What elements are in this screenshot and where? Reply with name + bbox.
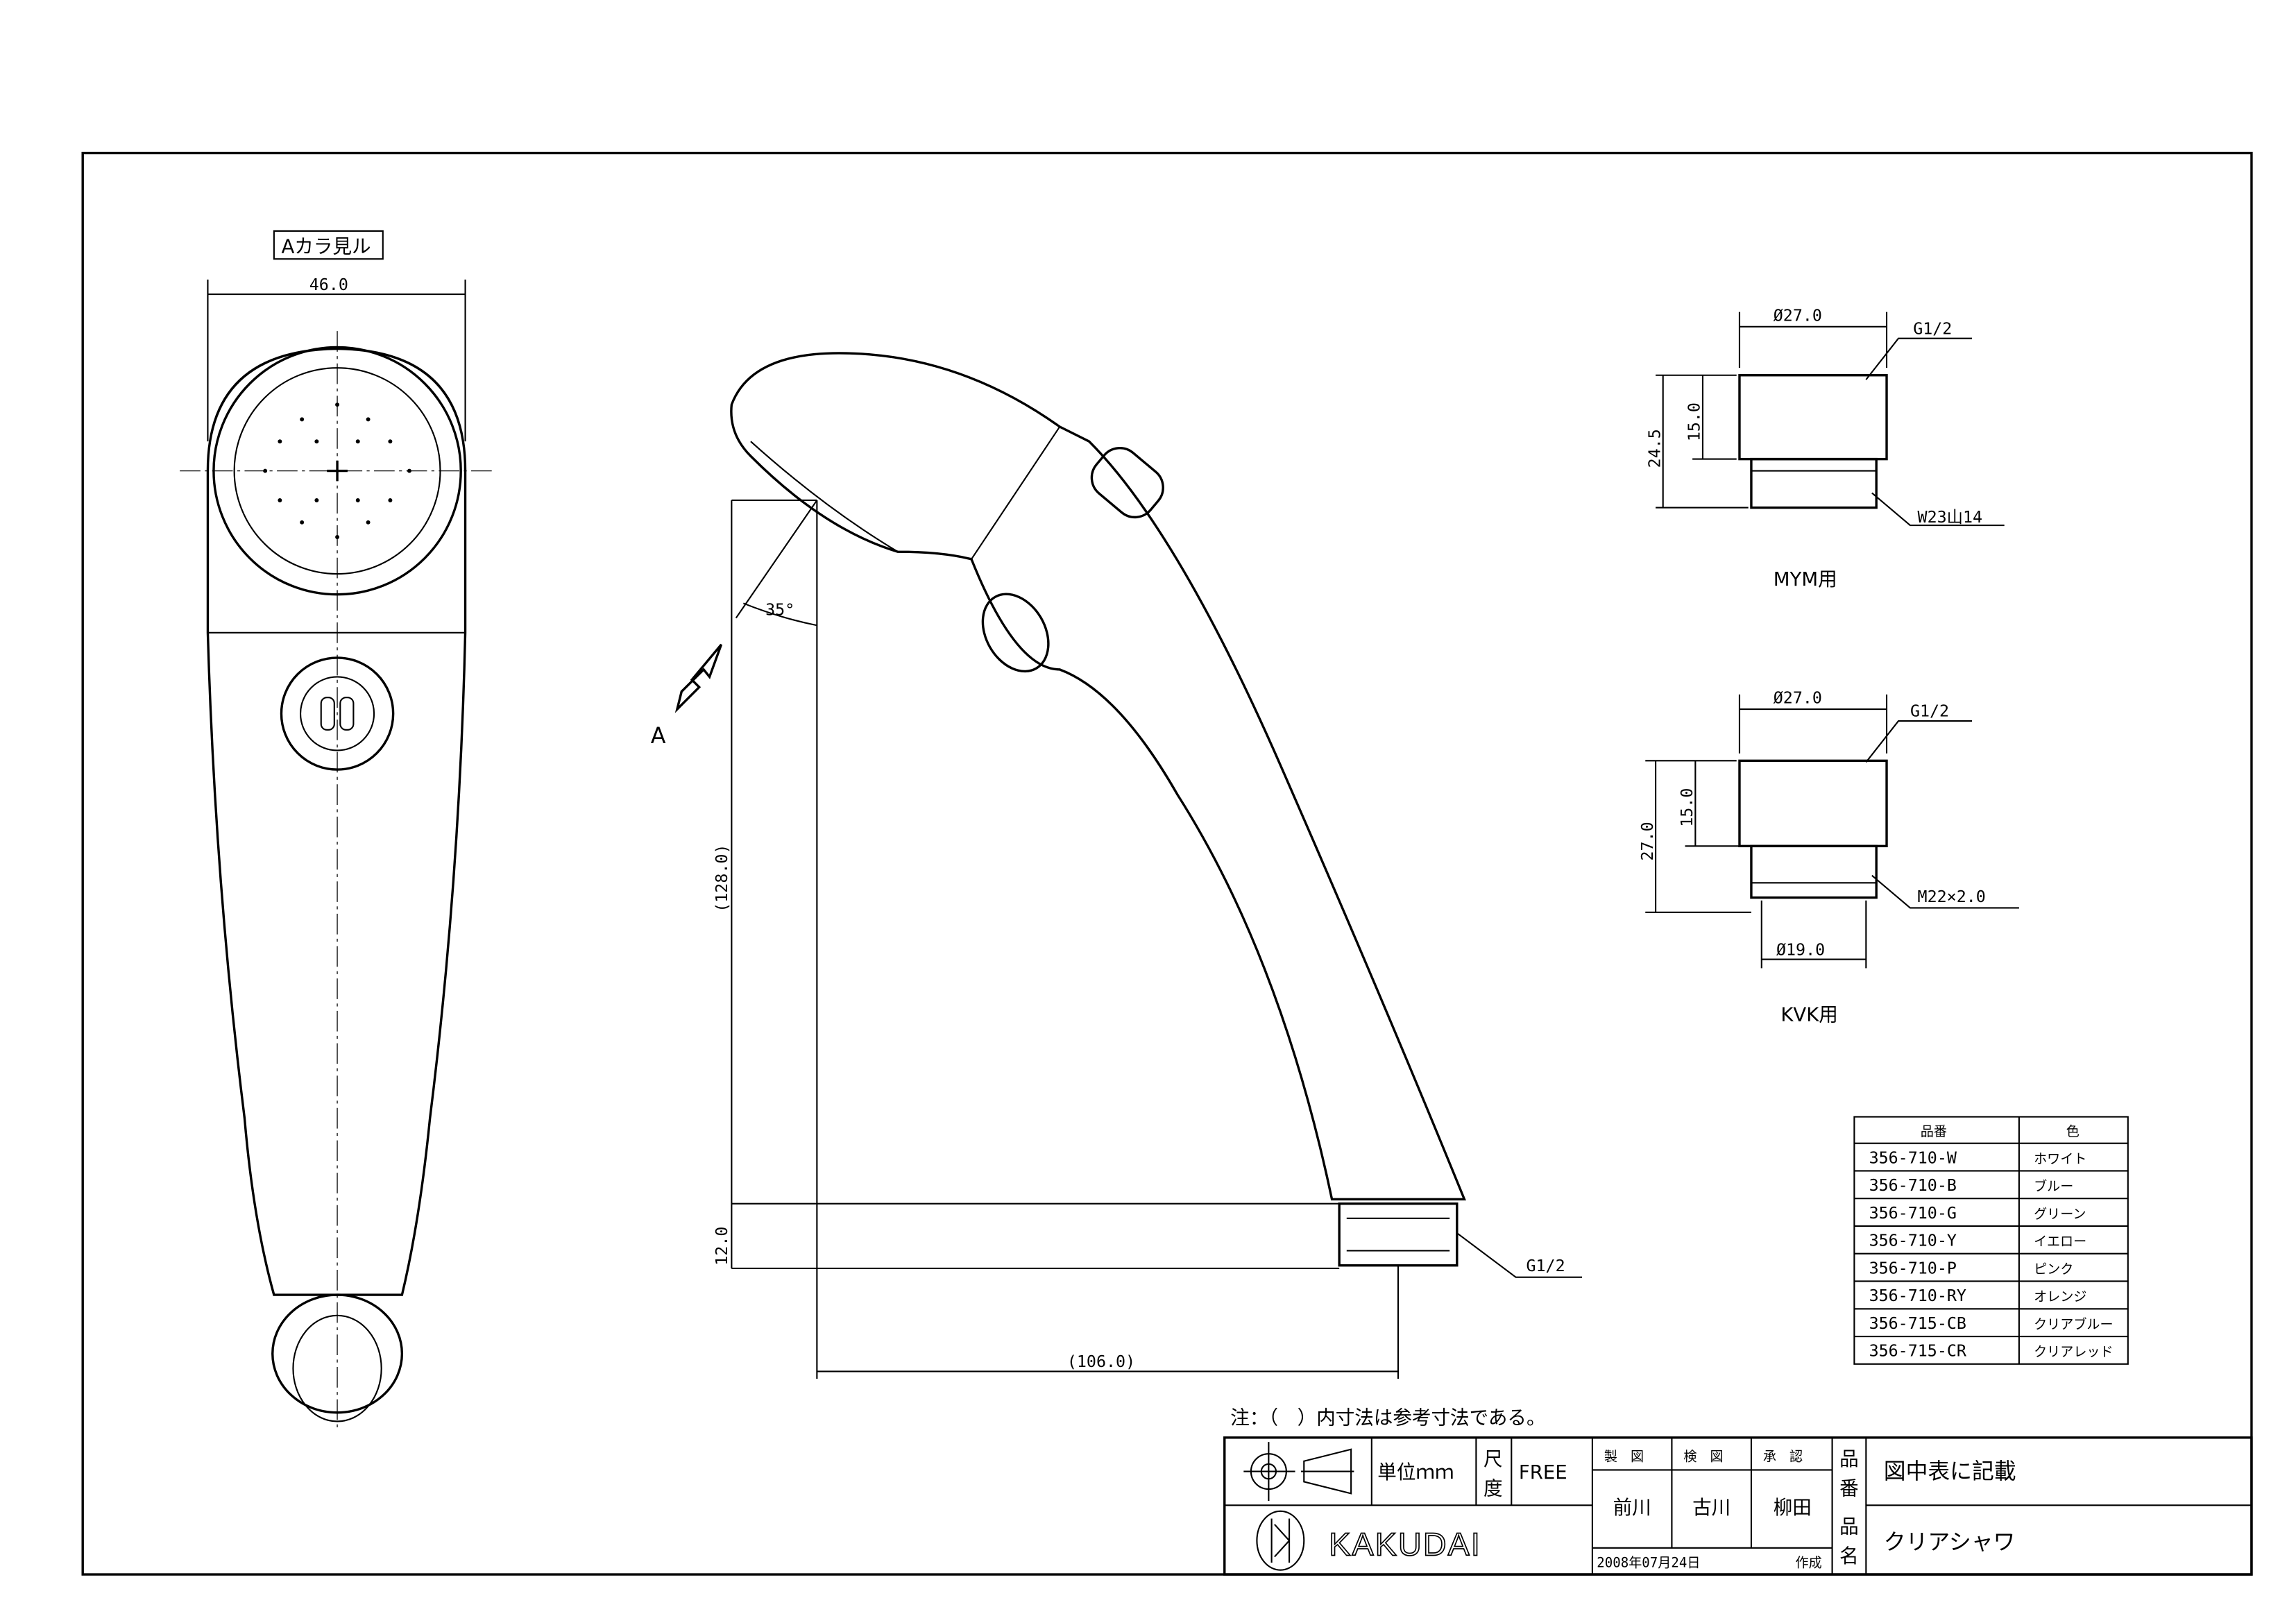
height-dim: 27.0: [1638, 822, 1657, 860]
part-no-label: 品: [1839, 1448, 1859, 1470]
part-number-cell: 356-710-Y: [1869, 1232, 1957, 1250]
third-angle-projection-icon: [1243, 1442, 1354, 1501]
kvk-adapter: Ø27.0 27.0 15.0 G1/2 M22×2.0 Ø19.0 KVK用: [1638, 689, 2019, 1026]
nut-label: M22×2.0: [1918, 887, 1986, 906]
part-number-cell: 356-710-W: [1869, 1148, 1957, 1167]
hose-connector: [1338, 1202, 1459, 1267]
scale: FREE: [1519, 1461, 1567, 1484]
inner-height-dim: 15.0: [1685, 402, 1704, 441]
view-arrow-icon: [674, 643, 723, 713]
color-cell: クリアブルー: [2034, 1316, 2113, 1332]
color-cell: イエロー: [2034, 1234, 2086, 1250]
thread-label: G1/2: [1526, 1257, 1565, 1275]
date: 2008年07月24日: [1597, 1555, 1700, 1570]
unit: 単位ｍｍ: [1377, 1461, 1454, 1484]
diameter-dim: Ø27.0: [1774, 689, 1822, 708]
color-cell: ホワイト: [2034, 1151, 2086, 1166]
header-part-no: 品番: [1921, 1124, 1947, 1139]
svg-text:KAKUDAI: KAKUDAI: [1329, 1526, 1481, 1562]
view-arrow-label: A: [651, 723, 666, 749]
inner-height-dim: 15.0: [1678, 788, 1697, 827]
part-number-cell: 356-715-CB: [1869, 1314, 1966, 1333]
approved-by: 柳田: [1774, 1497, 1812, 1519]
diameter-dim: Ø27.0: [1774, 306, 1822, 325]
part-name-label: 名: [1839, 1545, 1859, 1567]
drawn-by: 前川: [1613, 1497, 1651, 1519]
mym-adapter: Ø27.0 24.5 15.0 G1/2 W23山14 MYM用: [1645, 306, 2005, 590]
color-cell: グリーン: [2034, 1207, 2086, 1222]
part-number-cell: 356-710-P: [1869, 1259, 1957, 1277]
height-dim: 24.5: [1645, 429, 1664, 468]
height-dim: (128.0): [713, 844, 731, 912]
thread-label: G1/2: [1913, 319, 1952, 338]
base-dim: 12.0: [713, 1227, 731, 1266]
color-cell: クリアレッド: [2034, 1345, 2113, 1360]
scale-label: 度: [1483, 1478, 1503, 1500]
part-no-label: 番: [1839, 1478, 1859, 1500]
front-view: Aカラ見ル 46.0: [180, 230, 493, 1427]
part-no: 図中表に記載: [1884, 1459, 2016, 1484]
checked-label: 検 図: [1683, 1450, 1723, 1465]
drawing-border: [81, 151, 2253, 1576]
view-label: Aカラ見ル: [281, 236, 371, 258]
scale-label: 尺: [1483, 1448, 1503, 1470]
thread-label: G1/2: [1910, 702, 1949, 721]
part-number-cell: 356-710-G: [1869, 1204, 1957, 1223]
part-number-cell: 356-715-CR: [1869, 1342, 1967, 1361]
width-dim: 46.0: [309, 275, 348, 294]
parts-table: 品番 色 356-710-W ホワイト 356-710-B ブルー 356-710-G グ…: [1853, 1116, 2129, 1365]
kakudai-logo: KAKUDAI: [1256, 1510, 1481, 1571]
title-block: 単位ｍｍ 尺 度 FREE 製 図 検 図 承 認 前川 古川 柳田 2008年…: [1223, 1436, 2253, 1576]
color-cell: ピンク: [2034, 1261, 2073, 1277]
part-name-label: 品: [1839, 1516, 1859, 1538]
date-suffix: 作成: [1796, 1555, 1822, 1570]
drawn-label: 製 図: [1604, 1450, 1644, 1465]
mode-button: [280, 656, 395, 771]
bottom-diameter-dim: Ø19.0: [1776, 940, 1825, 959]
color-cell: ブルー: [2034, 1178, 2073, 1194]
side-view: (128.0) 12.0 (106.0) 35° A G1/2: [651, 352, 1583, 1379]
part-number-cell: 356-710-B: [1869, 1176, 1957, 1195]
part-name: クリアシャワ: [1884, 1529, 2016, 1555]
caption: KVK用: [1780, 1004, 1838, 1026]
approved-label: 承 認: [1763, 1450, 1803, 1465]
part-number-cell: 356-710-RY: [1869, 1286, 1966, 1305]
spray-holes: [263, 402, 411, 539]
checked-by: 古川: [1692, 1497, 1730, 1519]
length-dim: (106.0): [1067, 1352, 1135, 1371]
header-color: 色: [2066, 1124, 2080, 1139]
nut-label: W23山14: [1918, 508, 1983, 527]
caption: MYM用: [1774, 568, 1837, 590]
angle-dim: 35°: [765, 600, 794, 619]
note: 注：（ ）内寸法は参考寸法である。: [1230, 1407, 1545, 1429]
color-cell: オレンジ: [2034, 1289, 2086, 1305]
